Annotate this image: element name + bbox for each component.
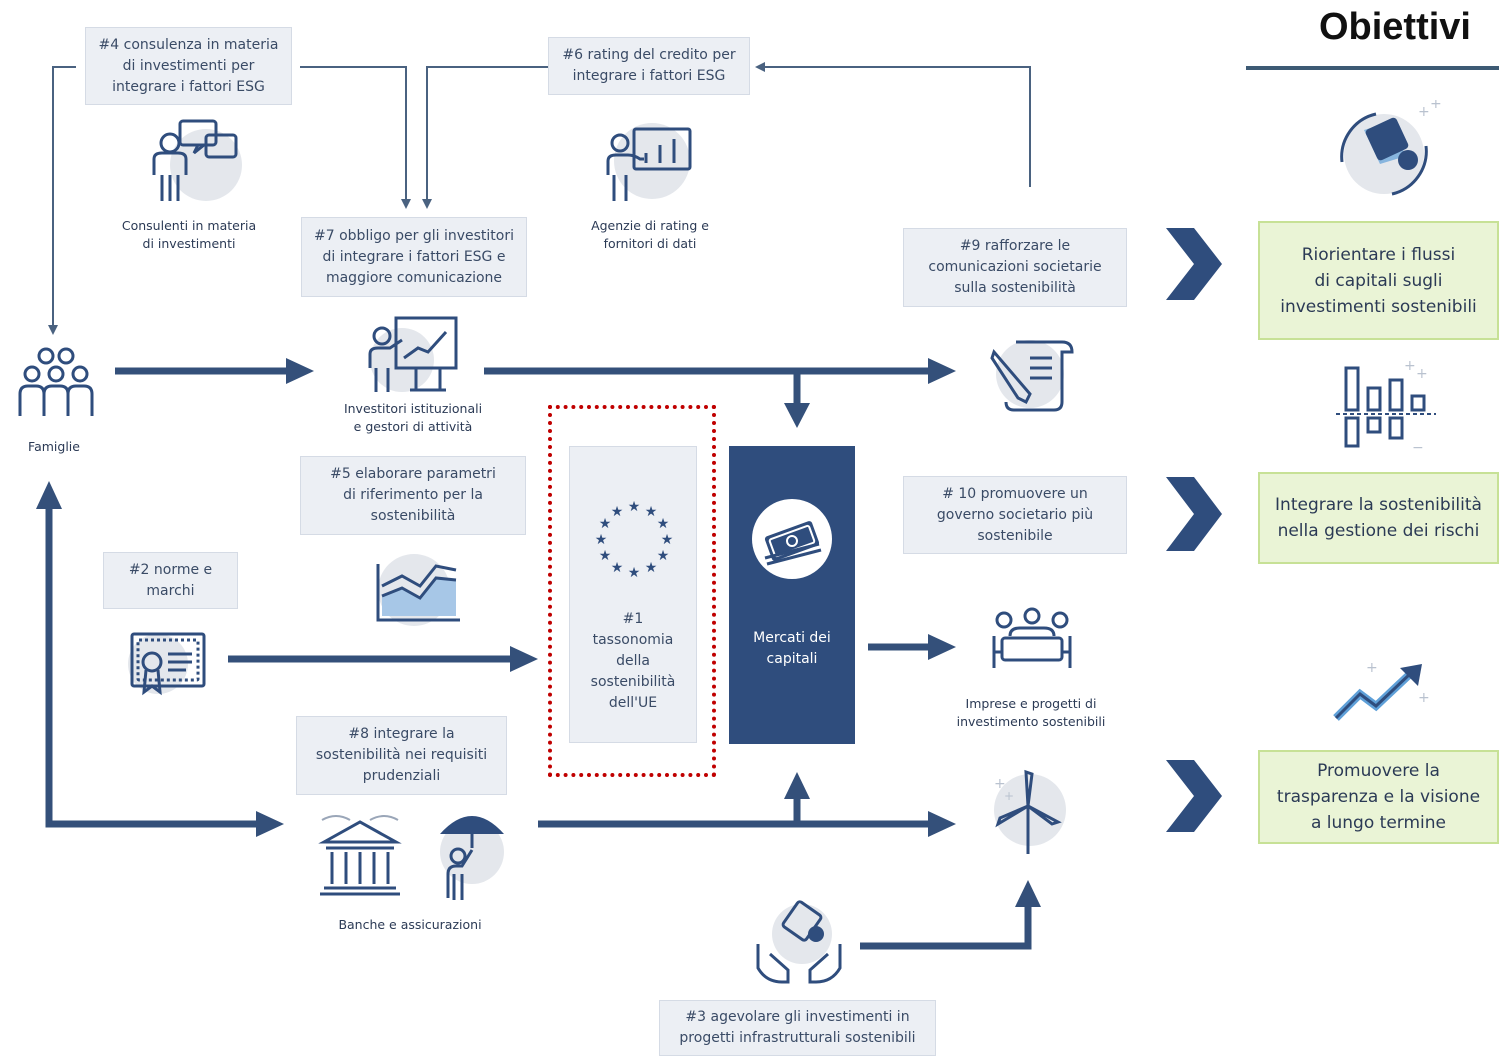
svg-text:★: ★ bbox=[628, 499, 641, 515]
label-famiglie: Famiglie bbox=[28, 439, 80, 454]
label-imprese: Imprese e progetti di investimento soste… bbox=[956, 696, 1106, 729]
box-investimenti-infrastrutturali: #3 agevolare gli investimenti in progett… bbox=[659, 1000, 936, 1056]
svg-text:★: ★ bbox=[657, 516, 670, 532]
box-rating-credito: #6 rating del credito per integrare i fa… bbox=[548, 37, 750, 95]
svg-text:★: ★ bbox=[645, 504, 658, 520]
objective-trasparenza: Promuovere la trasparenza e la visione a… bbox=[1258, 750, 1499, 844]
wind-turbine-icon: + + bbox=[994, 769, 1066, 854]
risk-bars-icon: ++ − bbox=[1336, 358, 1436, 456]
line-chart-icon bbox=[376, 554, 460, 626]
box-obbligo-investitori: #7 obbligo per gli investitori di integr… bbox=[301, 217, 527, 297]
hands-co2-icon bbox=[756, 900, 842, 984]
arrow-consulenza-to-investitori bbox=[300, 66, 411, 209]
label-banche: Banche e assicurazioni bbox=[338, 917, 482, 932]
growth-arrow-icon: ++ bbox=[1333, 660, 1430, 721]
label-investitori: Investitori istituzionali e gestori di a… bbox=[343, 401, 483, 434]
svg-text:★: ★ bbox=[657, 548, 670, 564]
family-group-icon bbox=[18, 347, 94, 416]
svg-text:★: ★ bbox=[645, 560, 658, 576]
svg-text:+: + bbox=[1366, 660, 1378, 676]
svg-text:★: ★ bbox=[611, 504, 624, 520]
label-agenzie-rating: Agenzie di rating e fornitori di dati bbox=[591, 218, 709, 251]
svg-text:−: − bbox=[1412, 440, 1424, 456]
svg-text:+: + bbox=[1418, 690, 1430, 706]
svg-text:+: + bbox=[1430, 100, 1442, 112]
capital-markets-label: Mercati dei capitali bbox=[753, 630, 831, 667]
arrow-consulenza-to-famiglie bbox=[48, 66, 76, 335]
svg-text:★: ★ bbox=[661, 532, 674, 548]
objective-gestione-rischi: Integrare la sostenibilità nella gestion… bbox=[1258, 472, 1499, 564]
svg-text:+: + bbox=[994, 776, 1006, 792]
chevron-objective-2 bbox=[1166, 477, 1222, 551]
arrow-comunicazioni-to-rating bbox=[755, 62, 1031, 187]
box-consulenza-esg: #4 consulenza in materia di investimenti… bbox=[85, 27, 292, 105]
document-pen-icon bbox=[990, 340, 1074, 412]
svg-text:+: + bbox=[1404, 358, 1416, 374]
taxonomy-box: ★★★ ★★★ ★★★ ★★★ #1 tassonomia della sost… bbox=[569, 446, 697, 743]
svg-text:★: ★ bbox=[599, 548, 612, 564]
svg-text:+: + bbox=[1004, 789, 1014, 803]
box-parametri-riferimento: #5 elaborare parametri di riferimento pe… bbox=[300, 456, 526, 535]
box-comunicazioni-societarie: #9 rafforzare le comunicazioni societari… bbox=[903, 228, 1127, 307]
page-title: Obiettivi bbox=[1318, 6, 1471, 48]
svg-text:★: ★ bbox=[599, 516, 612, 532]
title-underline bbox=[1246, 66, 1499, 70]
arrow-rating-to-investitori bbox=[422, 66, 548, 209]
money-stack-icon bbox=[752, 499, 832, 579]
svg-text:★: ★ bbox=[611, 560, 624, 576]
svg-text:★: ★ bbox=[628, 565, 641, 581]
insurance-umbrella-icon bbox=[440, 816, 504, 900]
certificate-icon bbox=[128, 632, 206, 696]
svg-text:★: ★ bbox=[595, 532, 608, 548]
arrow-hands-to-wind bbox=[860, 905, 1032, 950]
eu-stars-icon: ★★★ ★★★ ★★★ ★★★ bbox=[595, 499, 674, 581]
consultant-speech-icon bbox=[152, 119, 242, 201]
co2-cycle-icon: ++ bbox=[1340, 100, 1442, 196]
capital-markets-box: Mercati dei capitali bbox=[729, 446, 855, 744]
taxonomy-label: #1 tassonomia della sostenibilità dell'U… bbox=[590, 611, 676, 711]
box-norme-marchi: #2 norme e marchi bbox=[103, 552, 238, 609]
svg-text:+: + bbox=[1418, 104, 1430, 120]
taxonomy-highlight-frame bbox=[548, 405, 716, 777]
objective-flussi-capitali: Riorientare i flussi di capitali sugli i… bbox=[1258, 221, 1499, 340]
chevron-objective-3 bbox=[1166, 760, 1222, 832]
chevron-objective-1 bbox=[1166, 228, 1222, 300]
svg-text:+: + bbox=[1416, 366, 1428, 382]
label-consulenti: Consulenti in materia di investimenti bbox=[121, 218, 257, 251]
box-governo-societario: # 10 promuovere un governo societario pi… bbox=[903, 476, 1127, 554]
presenter-board-icon bbox=[368, 316, 458, 392]
arrow-banche-loop bbox=[45, 507, 258, 828]
bank-building-icon bbox=[318, 815, 402, 896]
meeting-table-icon bbox=[992, 607, 1072, 668]
box-requisiti-prudenziali: #8 integrare la sostenibilità nei requis… bbox=[296, 716, 507, 795]
rating-chart-icon bbox=[606, 123, 692, 201]
